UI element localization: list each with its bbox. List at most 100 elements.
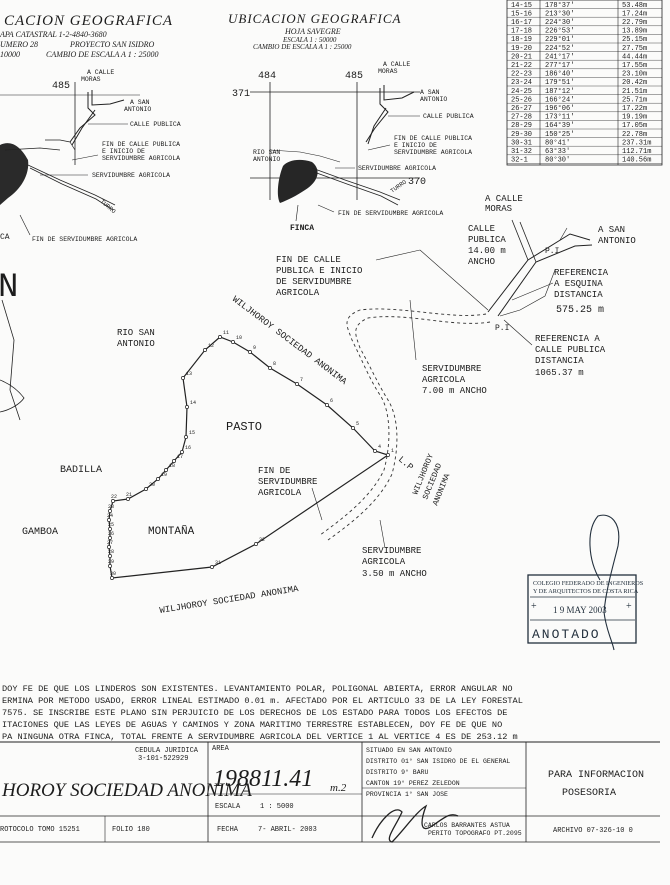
- loc-left-san-antonio-2: ANTONIO: [124, 106, 151, 113]
- table-cell-line: 17-18: [511, 28, 532, 36]
- loc-left-calle-moras-1: A CALLE: [87, 69, 114, 76]
- cedula-label: CEDULA JURIDICA: [135, 747, 199, 755]
- loc-left-line3a: 10000: [0, 50, 20, 59]
- table-cell-line: 15-16: [511, 10, 532, 18]
- vertex-label: 18: [169, 463, 175, 469]
- plan-fin-calle-3: DE SERVIDUMBRE: [276, 277, 352, 287]
- area-value: 198811.41: [213, 766, 313, 792]
- table-cell-bearing: 229°01': [545, 35, 574, 44]
- plan-wiljhoroy-bottom: WILJHOROY SOCIEDAD ANONIMA: [159, 584, 300, 616]
- loc-right-cambio: CAMBIO DE ESCALA A 1 : 25000: [253, 43, 352, 51]
- plan-ref-esquina-3: DISTANCIA: [554, 290, 603, 300]
- vertex-point: [111, 499, 115, 503]
- vertex-point: [107, 518, 111, 522]
- table-cell-distance: 44.44m: [622, 53, 647, 61]
- location-line-5: PROVINCIA 1° SAN JOSE: [366, 790, 448, 798]
- loc-right-fin-calle-3: SERVIDUMBRE AGRICOLA: [394, 149, 472, 156]
- table-cell-distance: 17.05m: [622, 122, 647, 130]
- vertex-label: 22: [111, 494, 117, 500]
- loc-left-coord: 485: [52, 81, 70, 92]
- table-cell-bearing: 80°30': [545, 156, 570, 165]
- loc-left-fin-calle-3: SERVIDUMBRE AGRICOLA: [102, 155, 180, 162]
- table-cell-line: 16-17: [511, 19, 532, 27]
- loc-right-fin-calle-2: E INICIO DE: [394, 142, 437, 149]
- loc-right-fin-serv: FIN DE SERVIDUMBRE AGRICOLA: [338, 210, 443, 217]
- plan-ref-calle-1: REFERENCIA A: [535, 334, 600, 344]
- vertex-label: 9: [253, 345, 256, 351]
- table-cell-line: 26-27: [511, 105, 532, 113]
- plan-badilla: BADILLA: [60, 465, 102, 476]
- north-letter: N: [0, 269, 18, 307]
- vertex-label: 25: [108, 522, 114, 528]
- table-cell-bearing: 277°17': [545, 61, 574, 70]
- escala-value: 1 : 5000: [260, 803, 294, 811]
- owner-name: HOROY SOCIEDAD ANONIMA: [1, 780, 252, 801]
- location-line-3: DISTRITO 9° BARU: [366, 768, 429, 776]
- loc-left-turro: TURRO: [99, 198, 118, 215]
- table-cell-distance: 22.79m: [622, 19, 647, 27]
- declaration-line-1: DOY FE DE QUE LOS LINDEROS SON EXISTENTE…: [2, 684, 513, 694]
- plan-san-antonio-2: ANTONIO: [598, 236, 636, 246]
- table-cell-line: 27-28: [511, 114, 532, 122]
- loc-left-fin-serv: FIN DE SERVIDUMBRE AGRICOLA: [32, 236, 137, 243]
- vertex-point: [181, 376, 185, 380]
- loc-right-servidumbre: SERVIDUMBRE AGRICOLA: [358, 165, 436, 172]
- table-cell-line: 30-31: [511, 139, 532, 147]
- vertex-point: [254, 542, 258, 546]
- loc-left-finca: CA: [0, 233, 10, 242]
- vertex-point: [184, 435, 188, 439]
- location-line-2: DISTRITO 01° SAN ISIDRO DE EL GENERAL: [366, 757, 510, 765]
- vertex-label: 5: [356, 421, 359, 427]
- table-cell-bearing: 224°30': [545, 18, 574, 27]
- plan-serv-350-1: SERVIDUMBRE: [362, 546, 421, 556]
- area-unit: m.2: [330, 782, 347, 794]
- archivo: ARCHIVO 07-326-10 0: [553, 827, 633, 835]
- plan-pasto: PASTO: [226, 420, 262, 434]
- fecha-label: FECHA: [217, 826, 239, 834]
- vertex-label: 19: [161, 472, 167, 478]
- vertex-point: [156, 477, 160, 481]
- stamp-line1: COLEGIO FEDERADO DE INGENIEROS: [533, 580, 644, 587]
- surveyor-name: CARLOS BARRANTES ASTUA: [424, 822, 510, 829]
- table-cell-bearing: 196°06': [545, 104, 574, 113]
- vertex-point: [325, 403, 329, 407]
- plan-wiljhoroy-top: WILJHOROY SOCIEDAD ANONIMA: [230, 294, 349, 387]
- table-cell-bearing: 80°41': [545, 138, 570, 147]
- plan-fin-serv-1: FIN DE: [258, 466, 290, 476]
- area-label: AREA: [212, 745, 230, 753]
- surveyor-title: PERITO TOPOGRAFO PT.2095: [428, 830, 522, 837]
- plan-ref-esquina-2: A ESQUINA: [554, 279, 603, 289]
- vertex-label: 6: [330, 398, 333, 404]
- table-cell-line: 18-19: [511, 36, 532, 44]
- plan-ref-esquina-1: REFERENCIA: [554, 268, 609, 278]
- vertex-point: [108, 509, 112, 513]
- vertex-point: [108, 536, 112, 540]
- table-cell-distance: 20.42m: [622, 79, 647, 87]
- vertex-point: [180, 450, 184, 454]
- loc-left-line2b: PROYECTO SAN ISIDRO: [69, 40, 155, 49]
- parcel-boundary: [108, 336, 389, 579]
- vertex-label: 24: [107, 513, 113, 519]
- table-cell-bearing: 178°37': [545, 1, 574, 10]
- vertex-point: [210, 565, 214, 569]
- location-line-4: CANTON 19° PEREZ ZELEDON: [366, 779, 460, 787]
- loc-right-escala: ESCALA 1 : 50000: [282, 36, 337, 44]
- vertex-label: 21: [126, 492, 132, 498]
- table-cell-bearing: 241°17': [545, 52, 574, 61]
- vertex-point: [107, 545, 111, 549]
- vertex-point: [172, 459, 176, 463]
- plan-serv-350-3: 3.50 m ANCHO: [362, 569, 427, 579]
- plan-gamboa: GAMBOA: [22, 527, 58, 538]
- table-cell-bearing: 164°39': [545, 121, 574, 130]
- college-stamp: COLEGIO FEDERADO DE INGENIEROS Y DE ARQU…: [527, 514, 644, 651]
- declaration-line-3: 7575. SE INSCRIBE ESTE PLANO SIN PERJUIC…: [2, 708, 507, 718]
- plan-fin-calle-4: AGRICOLA: [276, 288, 320, 298]
- vertex-label: 26: [108, 531, 114, 537]
- vertex-point: [218, 335, 222, 339]
- title-block: CEDULA JURIDICA 3-101-522929 HOROY SOCIE…: [0, 741, 660, 843]
- plan-serv-700-2: AGRICOLA: [422, 375, 466, 385]
